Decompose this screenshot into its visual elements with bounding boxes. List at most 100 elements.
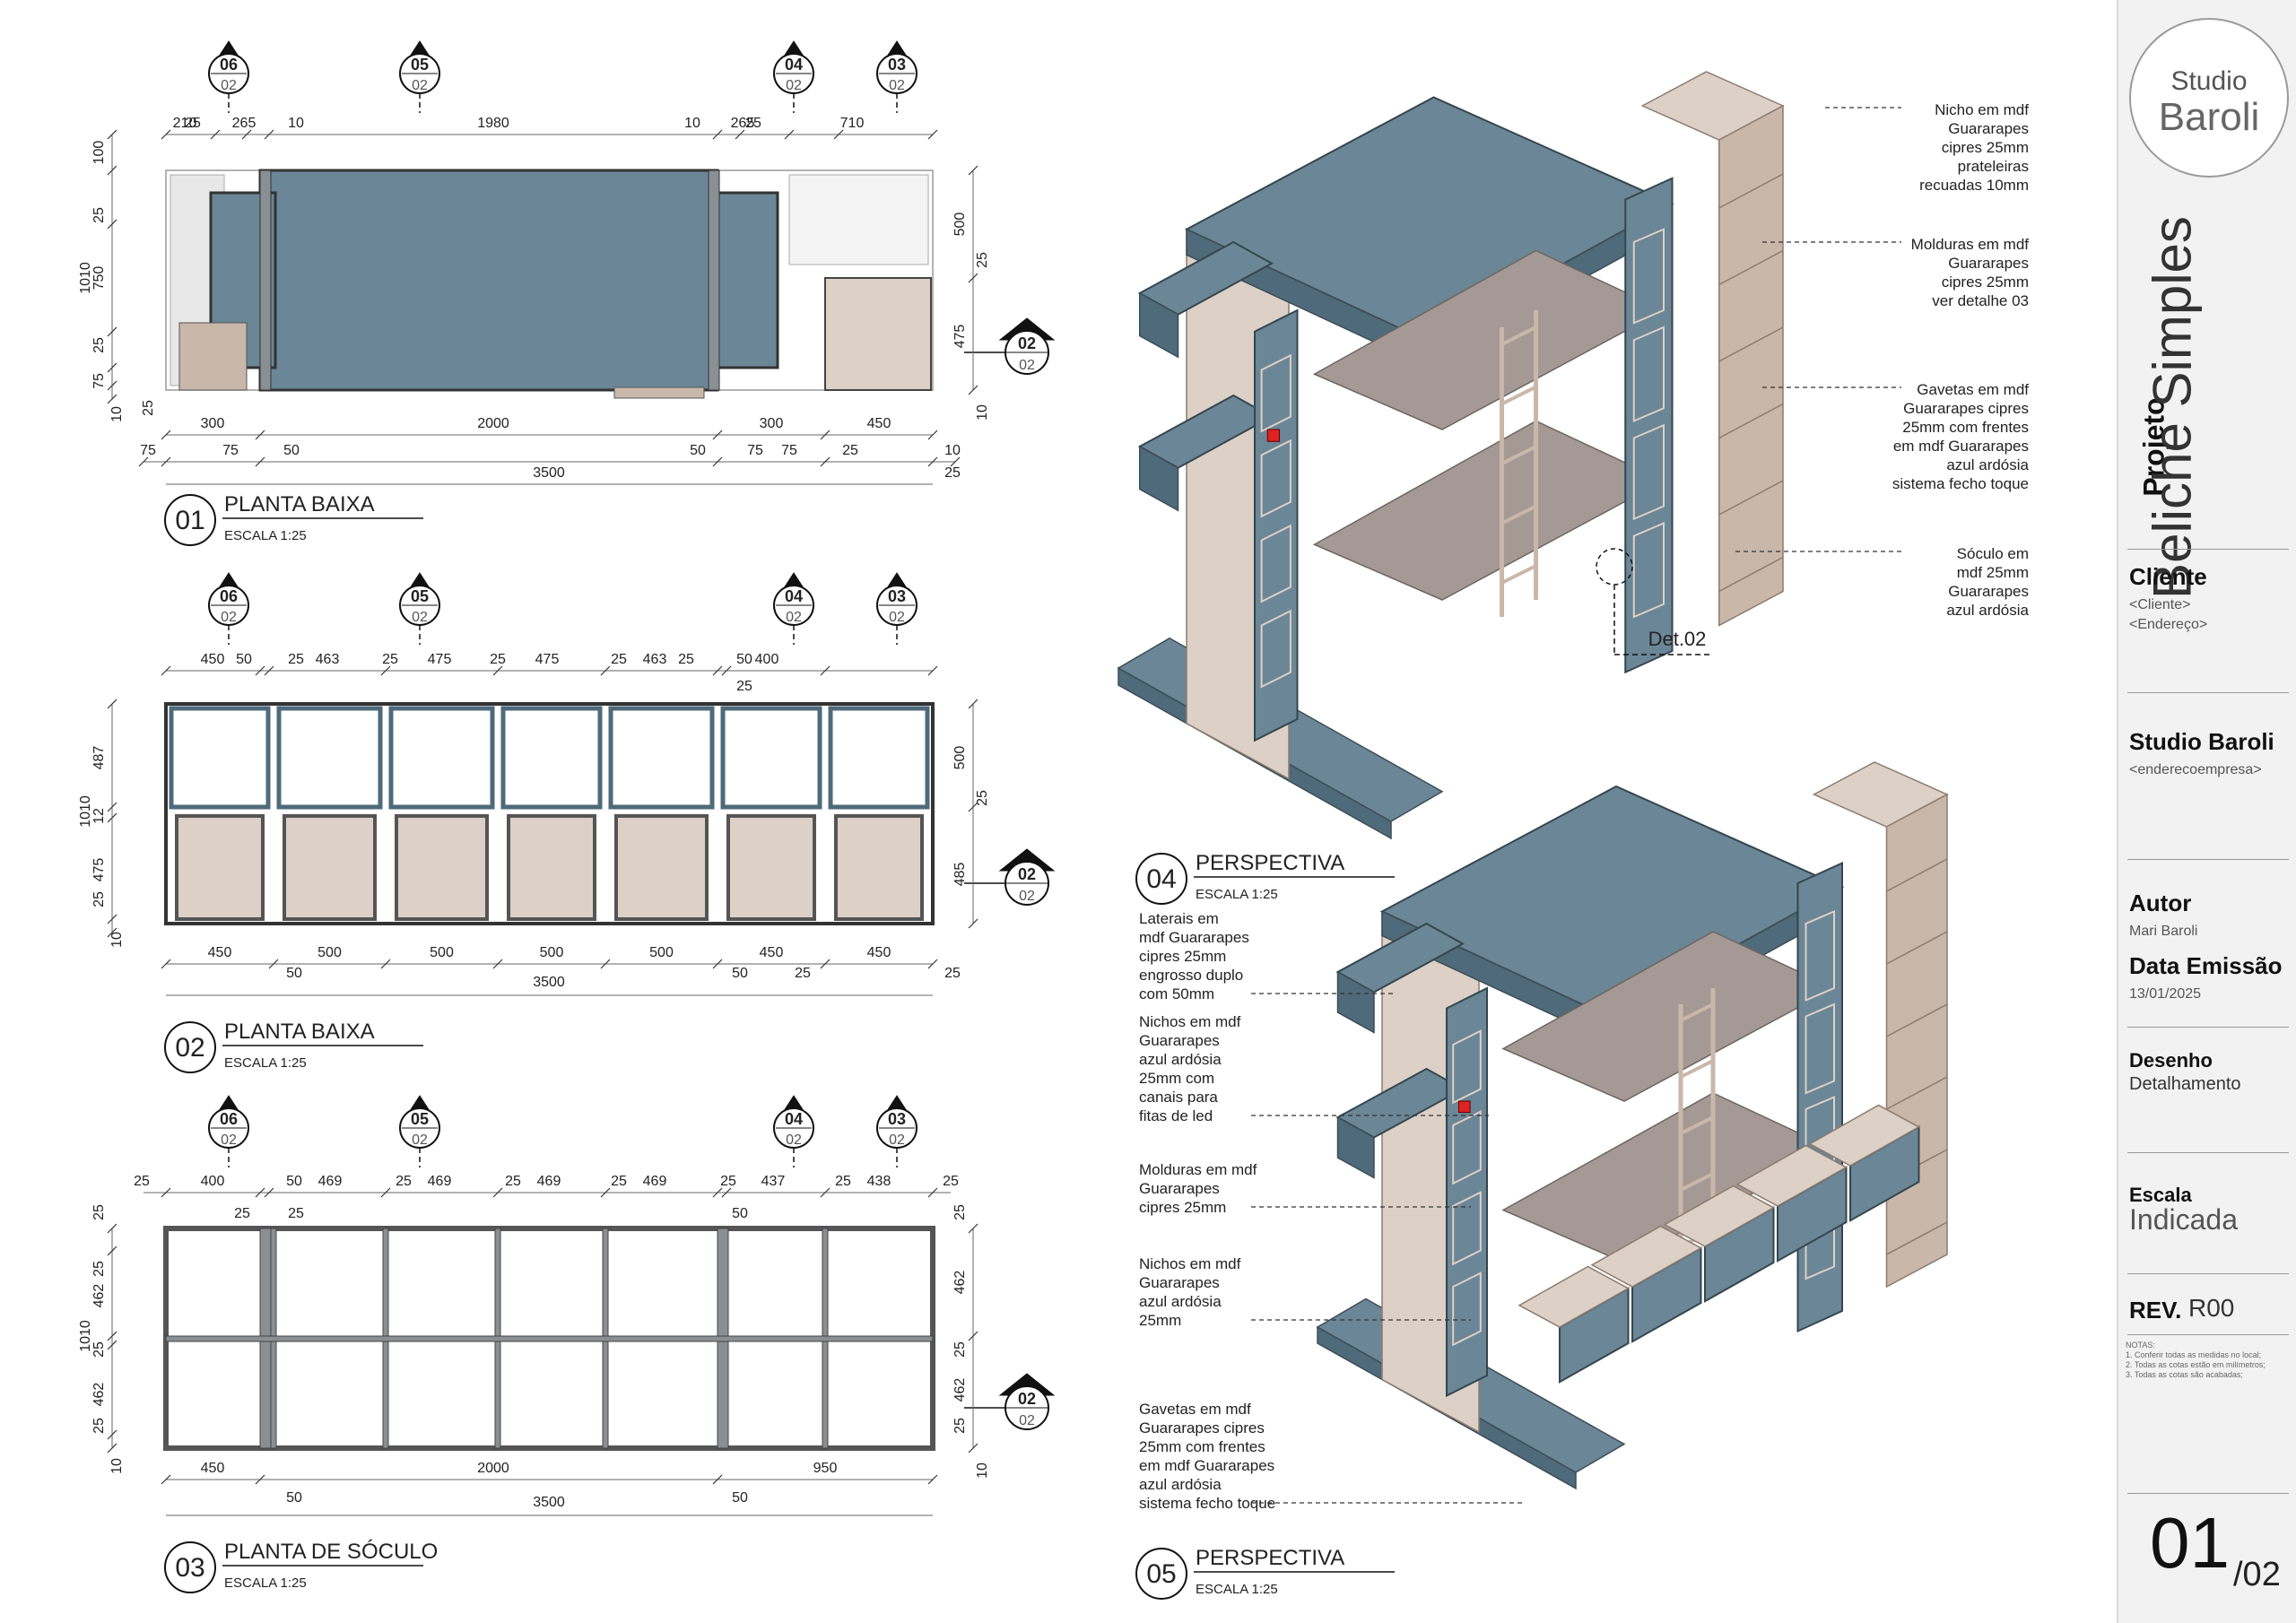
perspective-05-title-number: 05 <box>1146 1559 1176 1589</box>
plan3-dim-label: 25 <box>505 1174 521 1189</box>
plan2-dim-left-tick <box>107 812 117 823</box>
plan2-dim-bottom-tick <box>820 959 831 969</box>
studio-logo: Studio Baroli <box>2129 18 2289 178</box>
perspective-04-moulding <box>1632 228 1665 325</box>
plan2-dim-top-tick <box>264 665 274 676</box>
perspective-04-note: Sóculo em <box>1957 545 2029 562</box>
perspective-04-note: mdf 25mm <box>1957 564 2029 581</box>
plan1-dim-top-tick <box>712 129 723 140</box>
plan3-dim-tick <box>161 1187 171 1198</box>
plan3-dim-right-label: 25 <box>952 1204 968 1220</box>
plan1-dim-right-tick <box>968 273 978 283</box>
perspective-05-note: Nichos em mdf <box>1139 1013 1241 1030</box>
perspective-04-toy <box>1266 429 1281 442</box>
plan3-beam <box>165 1335 934 1342</box>
plan2-dim-label: 50 <box>286 966 302 981</box>
plan1-dim-left-label: 25 <box>91 337 107 353</box>
plan1-dim-bottom-label: 300 <box>760 416 784 431</box>
plan1-dim-left-tick <box>107 380 117 391</box>
plan2-dim-top-label: 50 <box>236 652 252 667</box>
plan3-dim-total: 3500 <box>533 1495 565 1510</box>
plan1-dim-right-label: 475 <box>952 325 968 349</box>
plan2-section-mark-sheet: 02 <box>889 610 905 625</box>
plan1-dim-label: 25 <box>975 252 990 268</box>
plan3-dim-tick <box>264 1187 274 1198</box>
plan3-dim-left-tick <box>107 1223 117 1234</box>
plan1-dim-bottom-tick <box>927 430 938 440</box>
perspective-05-note: sistema fecho toque <box>1139 1495 1275 1512</box>
plan3-dim-right-label: 462 <box>952 1271 968 1295</box>
plan2-dim-top-tick <box>492 665 503 676</box>
plan2-niche <box>720 706 822 810</box>
perspective-05-note: Nichos em mdf <box>1139 1255 1241 1272</box>
perspective-05-note: Guararapes cipres <box>1139 1419 1265 1436</box>
plan2-drawer <box>614 814 709 921</box>
plan3-dim-left-label: 25 <box>91 1341 107 1358</box>
plan3-dim-left-label: 25 <box>91 1261 107 1277</box>
perspective-05-ladder-step <box>1680 1115 1714 1135</box>
plan2-dim-top-label: 463 <box>316 652 340 667</box>
perspective-04-moulding <box>1632 521 1665 619</box>
perspective-04-niche-front <box>1139 291 1179 359</box>
perspective-05-ladder-step <box>1680 1172 1714 1192</box>
perspective-05-note: Guararapes <box>1139 1274 1220 1291</box>
plan2-dim-label: 25 <box>736 679 752 694</box>
rev-label: REV. <box>2129 1297 2182 1324</box>
plan3-dim-label: 469 <box>537 1174 561 1189</box>
perspective-04-tower-shelf <box>1718 249 1784 286</box>
client-name: <Cliente> <box>2129 597 2191 612</box>
plan1-dim-label: 25 <box>944 465 961 481</box>
plan3-dim-bottom-label: 450 <box>201 1461 225 1476</box>
rev-value: R00 <box>2188 1294 2235 1322</box>
sheet-total: /02 <box>2233 1556 2281 1593</box>
scale-value: Indicada <box>2129 1203 2238 1236</box>
drawing-notes: NOTAS: 1. Conferir todas as medidas no l… <box>2126 1341 2292 1380</box>
plan2-dim-top-tick <box>820 665 831 676</box>
plan1-dim-label: 10 <box>975 404 990 421</box>
plan3-dim-label: 438 <box>867 1174 891 1189</box>
perspective-04-moulding <box>1632 325 1665 423</box>
plan1-section-mark-sheet: 02 <box>786 78 802 93</box>
plan2-dim-right-label: 500 <box>952 746 968 770</box>
perspective-05-moulding <box>1805 909 1835 1002</box>
plan2-dim-label: 25 <box>944 966 961 981</box>
perspective-05-moulding <box>1452 1191 1482 1266</box>
plan2-dim-top-tick <box>255 665 265 676</box>
perspective-04-ladder-step <box>1500 564 1537 585</box>
plan1-dim-top-tick <box>927 129 938 140</box>
plan3-dim-label: 50 <box>732 1490 748 1506</box>
plan2-dim-bottom-label: 450 <box>208 945 232 960</box>
plan3-section-mark-sheet: 02 <box>221 1133 237 1148</box>
plan2-dim-label: 25 <box>975 790 990 806</box>
plan3-side-mark-number: 02 <box>1018 1390 1036 1408</box>
plan3-dim-tick <box>712 1187 723 1198</box>
plan2-dim-left-label: 25 <box>91 891 107 907</box>
perspective-05-note: Gavetas em mdf <box>1139 1401 1251 1418</box>
plan1-dim-top-label: 265 <box>232 116 257 131</box>
plan2-dim-bottom-tick <box>927 959 938 969</box>
plan3-dim-label: 437 <box>761 1174 786 1189</box>
plan3-dim-tick <box>255 1187 265 1198</box>
plan2-niche <box>608 706 715 810</box>
plan2-niche <box>276 706 383 810</box>
note-line: 2. Todas as cotas estão em milímetros; <box>2126 1360 2266 1369</box>
plan1-dim-bottom-label: 450 <box>867 416 891 431</box>
plan3-dim-bottom-tick <box>927 1474 938 1485</box>
perspective-04-moulding <box>1260 609 1292 689</box>
plan1-dim-bottom-tick <box>255 430 265 440</box>
plan2-dim-top-label: 25 <box>382 652 398 667</box>
perspective-04-title-badge <box>1135 853 1187 905</box>
plan1-dim-left-tick <box>107 129 117 140</box>
plan2-dim-top-label: 25 <box>611 652 627 667</box>
plan3-title-title: PLANTA DE SÓCULO <box>224 1540 438 1564</box>
plan1-dim-top-tick <box>784 129 795 140</box>
plan3-dim-right-label: 25 <box>952 1341 968 1358</box>
plan2-side-mark-sheet: 02 <box>1019 889 1035 904</box>
plan1-panel <box>788 174 929 265</box>
plan2-dim-top-label: 50 <box>736 652 752 667</box>
plan1-dim-top-label: 25 <box>185 116 201 131</box>
client-address: <Endereço> <box>2129 617 2208 632</box>
company-address: <enderecoempresa> <box>2129 762 2262 777</box>
plan3-section-mark-number: 04 <box>785 1110 803 1128</box>
plan2-section-mark-number: 03 <box>888 587 906 605</box>
